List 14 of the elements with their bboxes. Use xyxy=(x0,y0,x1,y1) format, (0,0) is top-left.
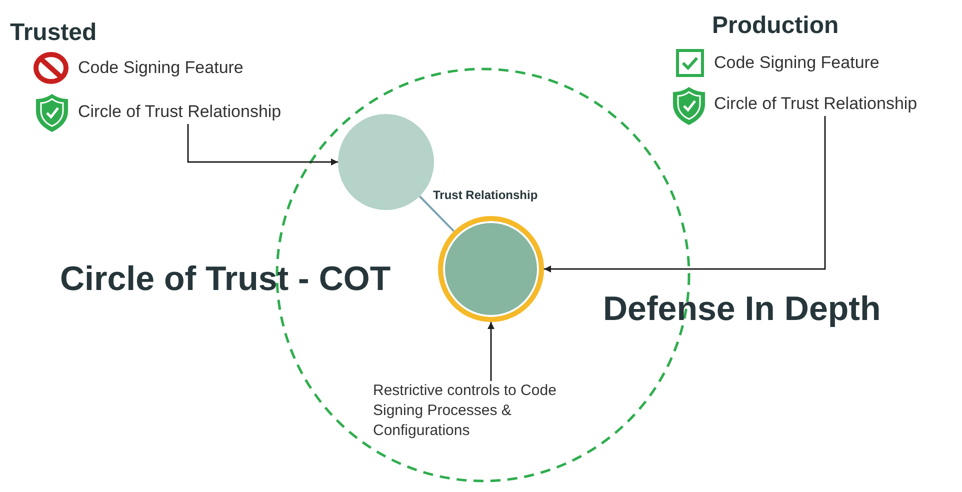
arrow xyxy=(187,124,338,166)
heading: Trusted xyxy=(10,20,97,46)
arrow xyxy=(488,322,494,381)
text-label: Circle of Trust Relationship xyxy=(78,102,290,122)
connector-line xyxy=(418,196,455,232)
feature-label: Code Signing Feature xyxy=(714,53,880,73)
text-label: Restrictive controls to Code Signing Processes & Configurations xyxy=(373,381,558,441)
arrow xyxy=(544,116,826,272)
heading: Circle of Trust - COT xyxy=(60,261,391,298)
edge-label: Trust Relationship xyxy=(431,188,540,202)
text-label: Circle of Trust Relationship xyxy=(714,94,926,114)
heading: Production xyxy=(712,13,839,40)
heading: Defense In Depth xyxy=(603,291,881,328)
feature-label: Code Signing Feature xyxy=(78,58,244,78)
